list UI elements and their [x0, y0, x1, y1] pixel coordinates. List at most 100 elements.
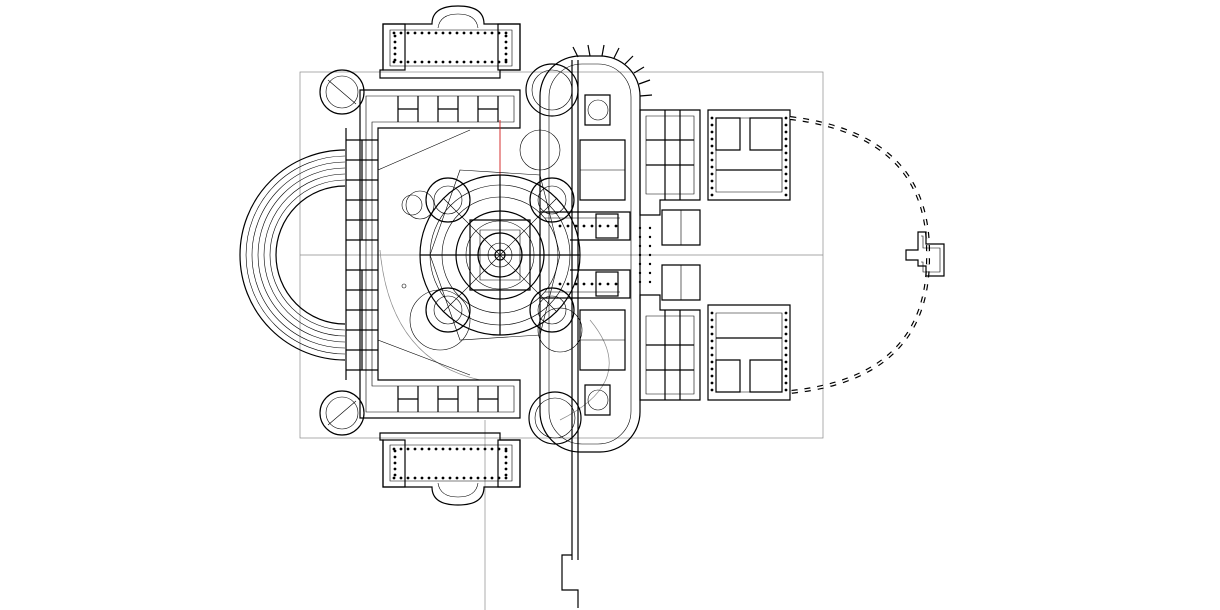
column-dot	[574, 282, 578, 286]
column-dot	[393, 58, 397, 62]
column-dot	[638, 253, 642, 257]
column-dot	[413, 447, 417, 451]
column-dot	[590, 224, 594, 228]
column-dot	[392, 476, 396, 480]
column-dot	[504, 467, 508, 471]
column-dot	[504, 46, 508, 50]
column-dot	[448, 60, 452, 64]
column-dot	[406, 60, 410, 64]
column-dot	[710, 381, 714, 385]
column-dot	[504, 40, 508, 44]
column-dot	[469, 60, 473, 64]
column-dot	[504, 473, 508, 477]
column-dot	[504, 52, 508, 56]
column-dot	[648, 253, 652, 257]
column-dot	[497, 60, 501, 64]
column-dot	[648, 226, 652, 230]
column-dot	[455, 447, 459, 451]
column-dot	[413, 476, 417, 480]
column-dot	[638, 226, 642, 230]
column-dot	[710, 353, 714, 357]
column-dot	[393, 467, 397, 471]
column-dot	[413, 31, 417, 35]
column-dot	[483, 31, 487, 35]
column-dot	[710, 339, 714, 343]
column-dot	[420, 31, 424, 35]
column-dot	[427, 31, 431, 35]
column-dot	[441, 31, 445, 35]
column-dot	[638, 280, 642, 284]
column-dot	[710, 388, 714, 392]
column-dot	[710, 151, 714, 155]
column-dot	[476, 476, 480, 480]
column-dot	[483, 60, 487, 64]
column-dot	[497, 476, 501, 480]
column-dot	[399, 476, 403, 480]
column-dot	[648, 235, 652, 239]
corner-towers	[319, 63, 582, 445]
column-dot	[462, 447, 466, 451]
column-dot	[590, 282, 594, 286]
main-block	[345, 89, 521, 419]
column-dot	[710, 137, 714, 141]
column-dot	[784, 353, 788, 357]
column-dot	[638, 244, 642, 248]
column-dot	[710, 311, 714, 315]
column-dot	[420, 476, 424, 480]
column-dot	[566, 224, 570, 228]
column-dot	[399, 447, 403, 451]
column-dot	[504, 455, 508, 459]
column-dot	[427, 60, 431, 64]
column-dot	[393, 473, 397, 477]
column-dot	[504, 447, 508, 451]
column-dot	[413, 60, 417, 64]
column-dot	[784, 123, 788, 127]
column-dot	[784, 374, 788, 378]
column-dot	[784, 325, 788, 329]
column-dot	[504, 461, 508, 465]
column-dot	[504, 60, 508, 64]
column-dot	[420, 60, 424, 64]
column-dot	[784, 339, 788, 343]
column-dot	[497, 31, 501, 35]
column-dot	[490, 60, 494, 64]
column-dot	[462, 31, 466, 35]
column-dot	[427, 476, 431, 480]
column-dot	[784, 311, 788, 315]
column-dot	[784, 381, 788, 385]
column-dot	[574, 224, 578, 228]
column-dot	[614, 224, 618, 228]
column-dot	[784, 144, 788, 148]
column-dot	[784, 186, 788, 190]
column-dot	[455, 31, 459, 35]
column-dot	[469, 476, 473, 480]
column-dot	[393, 34, 397, 38]
column-dot	[784, 179, 788, 183]
column-dot	[497, 447, 501, 451]
column-dot	[393, 455, 397, 459]
column-dot	[476, 31, 480, 35]
central-dome-cluster	[401, 129, 631, 353]
column-dot	[784, 193, 788, 197]
column-dot	[441, 447, 445, 451]
column-dot	[448, 31, 452, 35]
column-dot	[648, 262, 652, 266]
column-dot	[710, 360, 714, 364]
column-dot	[476, 60, 480, 64]
column-dot	[710, 374, 714, 378]
left-colonnade	[239, 149, 346, 361]
guide-arc-right	[559, 319, 610, 421]
column-dot	[598, 282, 602, 286]
column-dot	[441, 60, 445, 64]
column-dot	[483, 476, 487, 480]
column-dot	[784, 137, 788, 141]
column-dot	[558, 282, 562, 286]
column-dot	[490, 476, 494, 480]
column-dot	[406, 476, 410, 480]
column-dot	[434, 60, 438, 64]
column-dot	[710, 179, 714, 183]
guide-arc	[379, 249, 481, 381]
column-dot	[476, 447, 480, 451]
column-dot	[393, 449, 397, 453]
column-dot	[710, 193, 714, 197]
